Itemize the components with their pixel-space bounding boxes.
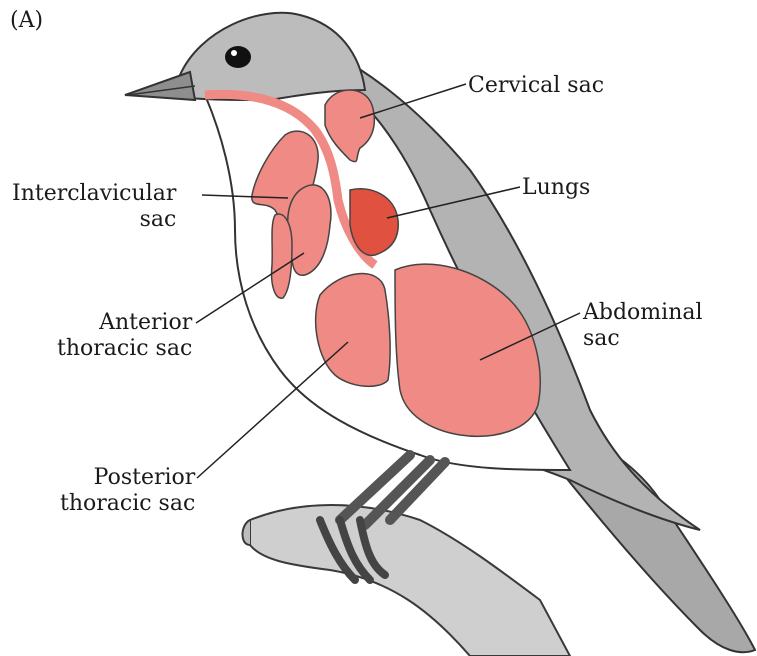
anterior-thoracic-sac-lower	[272, 214, 292, 298]
eye	[225, 46, 251, 68]
label-cervical-sac: Cervical sac	[468, 73, 604, 99]
label-abdominal-line1: Abdominal	[583, 300, 703, 326]
perch-branch	[250, 505, 570, 656]
label-abdominal-sac: Abdominal sac	[583, 300, 703, 352]
perch-branch-end	[243, 520, 251, 545]
label-cervical-text: Cervical sac	[468, 73, 604, 98]
label-interclavicular-line2: sac	[12, 207, 176, 233]
head	[180, 13, 365, 100]
label-lungs: Lungs	[522, 175, 590, 201]
label-interclavicular-line1: Interclavicular	[12, 181, 176, 207]
panel-letter: (A)	[10, 8, 43, 34]
label-posterior-line1: Posterior	[60, 465, 195, 491]
beak	[125, 72, 195, 100]
label-lungs-text: Lungs	[522, 175, 590, 200]
eye-highlight	[231, 50, 237, 56]
label-anterior-line1: Anterior	[57, 310, 192, 336]
label-posterior-thoracic-sac: Posterior thoracic sac	[60, 465, 195, 517]
label-abdominal-line2: sac	[583, 326, 703, 352]
label-anterior-thoracic-sac: Anterior thoracic sac	[57, 310, 192, 362]
label-anterior-line2: thoracic sac	[57, 336, 192, 362]
label-interclavicular-sac: Interclavicular sac	[12, 181, 176, 233]
label-posterior-line2: thoracic sac	[60, 491, 195, 517]
